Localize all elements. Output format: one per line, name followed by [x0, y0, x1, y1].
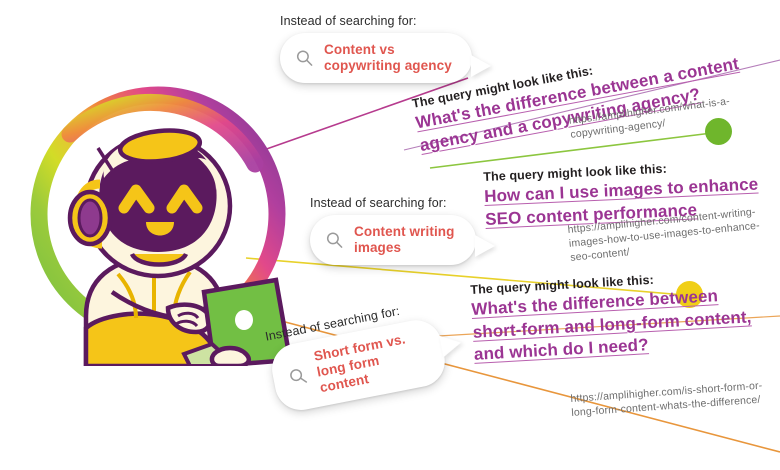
- query-url-3[interactable]: https://amplihigher.com/is-short-form-or…: [570, 379, 763, 420]
- instead-label-1: Instead of searching for:: [280, 14, 417, 28]
- search-pill-2[interactable]: Content writing images: [310, 215, 495, 266]
- endpoint-dot-green: [705, 118, 732, 145]
- pill-tail-3: [439, 331, 464, 358]
- search-pill-1[interactable]: Content vs copywriting agency: [280, 33, 491, 84]
- mascot-illustration: [8, 66, 308, 366]
- instead-label-2: Instead of searching for:: [310, 196, 447, 210]
- search-group-1: Instead of searching for: Content vs cop…: [280, 14, 491, 84]
- search-icon: [296, 50, 313, 67]
- query-url-block-3: https://amplihigher.com/is-short-form-or…: [570, 377, 780, 420]
- search-icon: [290, 369, 308, 384]
- query-headline-3: What's the difference between short-form…: [470, 286, 752, 365]
- search-group-2: Instead of searching for: Content writin…: [310, 196, 495, 266]
- pill-tail-2: [475, 235, 495, 257]
- search-icon: [326, 232, 343, 249]
- query-block-3: The query might look like this: What's t…: [470, 266, 774, 366]
- endpoint-dot-yellow: [676, 281, 703, 308]
- search-query-1: Content vs copywriting agency: [324, 42, 452, 74]
- search-pill-3[interactable]: Short form vs. long form content: [267, 315, 464, 414]
- pill-tail-1: [471, 55, 491, 77]
- search-query-3: Short form vs. long form content: [312, 331, 407, 396]
- search-group-3: Instead of searching for: Short form vs.…: [264, 296, 464, 414]
- search-query-2: Content writing images: [354, 224, 455, 256]
